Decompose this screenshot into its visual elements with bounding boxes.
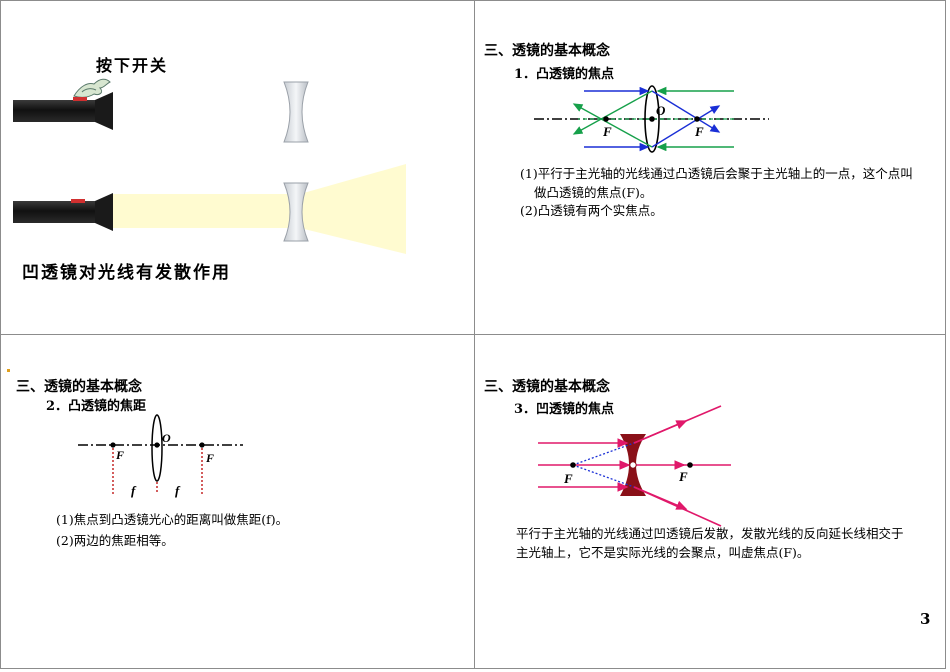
bullet-dot — [7, 369, 10, 372]
optical-center-label: O — [162, 431, 171, 445]
focal-length-left-label: f — [131, 483, 137, 498]
light-beam — [110, 164, 406, 254]
section-heading: 三、透镜的基本概念 — [484, 43, 610, 59]
focus-left-label: F — [115, 448, 124, 462]
focal-length-right-label: f — [175, 483, 181, 498]
point-1-line-2: 做凸透镜的焦点(F)。 — [534, 185, 653, 200]
sub-heading: 2．凸透镜的焦距 — [46, 399, 147, 414]
page-number: 3 — [920, 610, 931, 628]
concave-focus-diagram: F F — [538, 405, 731, 527]
focus-left-label: F — [602, 124, 612, 139]
focus-right-label: F — [205, 451, 214, 465]
concave-lens-bottom — [283, 182, 309, 242]
hand-pointer-icon — [73, 78, 111, 98]
focal-length-diagram: O F F f f — [78, 414, 243, 498]
convex-focus-diagram: O F F — [534, 85, 769, 153]
focal-length-point-1: (1)焦点到凸透镜光心的距离叫做焦距(f)。 — [56, 512, 289, 527]
sub-heading: 3．凹透镜的焦点 — [514, 402, 615, 417]
point-1-line-1: (1)平行于主光轴的光线通过凸透镜后会聚于主光轴上的一点，这个点叫 — [520, 166, 913, 181]
focal-length-point-2: (2)两边的焦距相等。 — [56, 533, 174, 548]
description-line-1: 平行于主光轴的光线通过凹透镜后发散，发散光线的反向延长线相交于 — [516, 526, 904, 541]
switch-label: 按下开关 — [96, 56, 169, 75]
sub-heading: 1．凸透镜的焦点 — [514, 67, 615, 82]
virtual-focus-right-label: F — [678, 469, 688, 484]
convex-focus-point-2: (2)凸透镜有两个实焦点。 — [520, 203, 663, 218]
convex-focus-point-1: (1)平行于主光轴的光线通过凸透镜后会聚于主光轴上的一点，这个点叫 做凸透镜的焦… — [520, 164, 940, 202]
concave-lens-caption: 凹透镜对光线有发散作用 — [22, 263, 231, 283]
section-heading: 三、透镜的基本概念 — [484, 379, 610, 395]
focus-right-label: F — [694, 124, 704, 139]
concave-lens-top — [283, 81, 309, 143]
concave-focus-description: 平行于主光轴的光线通过凹透镜后发散，发散光线的反向延长线相交于 主光轴上，它不是… — [516, 524, 942, 562]
section-heading: 三、透镜的基本概念 — [16, 379, 142, 395]
virtual-focus-left-label: F — [563, 471, 573, 486]
description-line-2: 主光轴上，它不是实际光线的会聚点，叫虚焦点(F)。 — [516, 545, 810, 560]
horizontal-divider — [0, 334, 946, 335]
flashlight-on — [13, 193, 113, 231]
optical-center-label: O — [656, 103, 666, 118]
flashlight-off — [13, 92, 113, 130]
